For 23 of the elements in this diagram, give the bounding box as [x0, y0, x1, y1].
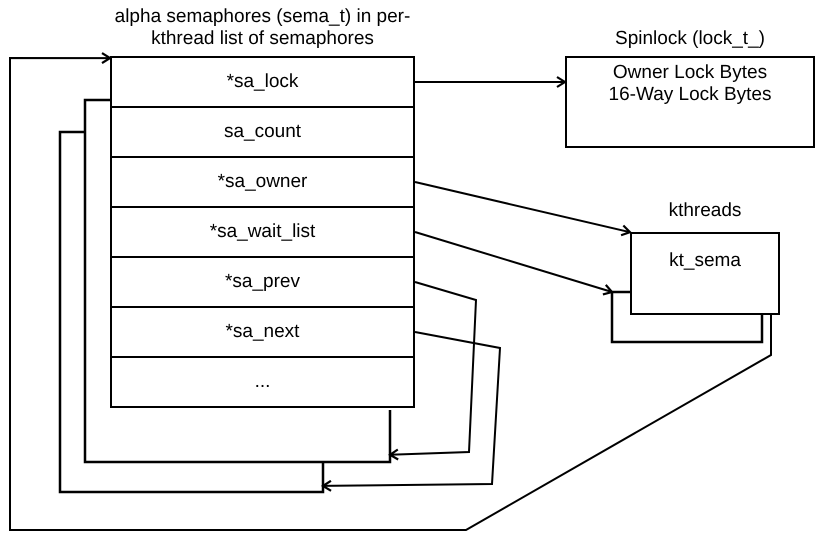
semaphore-record — [110, 6, 415, 410]
field-row: *sa_owner — [110, 156, 415, 208]
field-row: *sa_lock — [110, 56, 415, 108]
arrow — [322, 331, 502, 492]
arrow — [388, 281, 478, 461]
struct-title: Spinlock (lock_t_) — [614, 28, 766, 50]
field-row: sa_count — [110, 106, 415, 158]
field-row: *sa_wait_list — [110, 206, 415, 258]
field-row: *sa_prev — [110, 256, 415, 308]
spinlock-struct — [565, 28, 815, 148]
spinlock-box: Owner Lock Bytes 16-Way Lock Bytes — [565, 56, 815, 148]
field-row: *sa_next — [110, 306, 415, 358]
arrow — [414, 231, 614, 296]
struct-box — [84, 98, 392, 464]
struct-box — [610, 290, 764, 344]
record-title: alpha semaphores (sema_t) in per-kthread list of semaphores — [114, 6, 412, 50]
kthread-box: kt_sema — [630, 232, 780, 315]
arrow — [415, 76, 566, 88]
struct-title: kthreads — [668, 200, 742, 222]
arrow — [9, 52, 772, 531]
arrow — [414, 181, 632, 236]
kthread-struct — [630, 200, 780, 315]
field-row: ... — [110, 356, 415, 408]
